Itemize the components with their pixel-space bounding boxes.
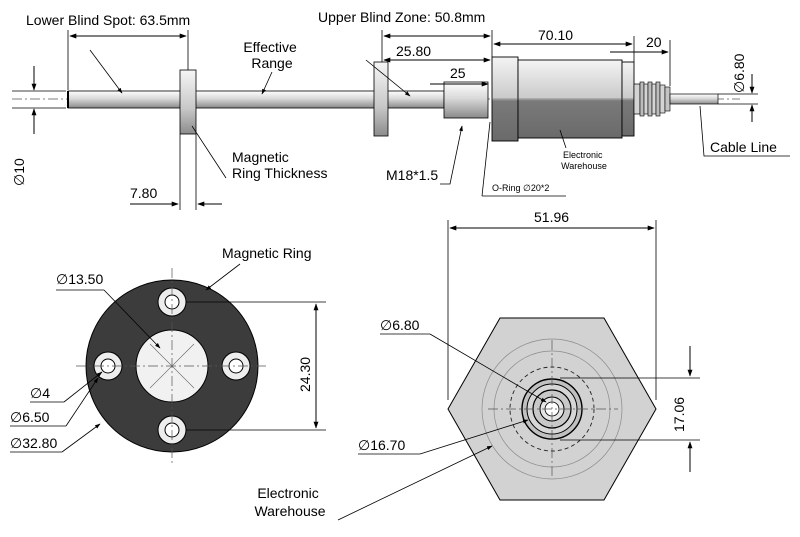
- dim-4: ∅4: [30, 385, 50, 401]
- dim-24-30: 24.30: [297, 357, 313, 392]
- effective-range-label: Effective Range: [243, 39, 300, 71]
- dim-13-50: ∅13.50: [56, 271, 103, 287]
- electronic-warehouse-hex-label: Electronic Warehouse: [254, 485, 325, 519]
- thread-label: M18*1.5: [386, 167, 438, 183]
- magnetic-ring-side: [179, 69, 197, 135]
- side-view: Lower Blind Spot: 63.5mm Effective Range…: [11, 9, 790, 210]
- dim-6-50: ∅6.50: [10, 409, 50, 425]
- magnetic-ring-view: Magnetic Ring ∅13.50 ∅4 ∅6.50 ∅32.80 24.…: [10, 245, 326, 464]
- electronic-warehouse-side-label: Electronic Warehouse: [561, 150, 607, 171]
- thread-section: [443, 81, 489, 119]
- dim-70-10: 70.10: [538, 27, 573, 43]
- magnetic-ring-thickness-label: Magnetic Ring Thickness: [232, 149, 327, 181]
- dim-cable-diameter: ∅6.80: [731, 53, 747, 93]
- dim-32-80: ∅32.80: [10, 435, 57, 451]
- dim-16-70: ∅16.70: [358, 437, 405, 453]
- dim-rod-diameter: ∅10: [11, 158, 27, 186]
- upper-blind-zone-label: Upper Blind Zone: 50.8mm: [318, 9, 485, 25]
- cable-gland: [633, 81, 671, 117]
- dim-51-96: 51.96: [534, 209, 569, 225]
- cable-line-label: Cable Line: [710, 139, 777, 155]
- dim-17-06: 17.06: [671, 397, 687, 432]
- dim-25-80: 25.80: [396, 43, 431, 59]
- dim-hex-6-80: ∅6.80: [380, 317, 420, 333]
- hex-view: 51.96 ∅6.80 ∅16.70 17.06 Electronic Ware…: [254, 209, 700, 521]
- magnetic-ring-title: Magnetic Ring: [222, 245, 312, 261]
- dim-20: 20: [646, 34, 662, 50]
- dim-7-80: 7.80: [130, 185, 157, 201]
- o-ring-label: O-Ring ∅20*2: [492, 183, 549, 193]
- cable: [669, 93, 719, 105]
- lower-blind-spot-label: Lower Blind Spot: 63.5mm: [26, 12, 190, 28]
- dim-25: 25: [450, 65, 466, 81]
